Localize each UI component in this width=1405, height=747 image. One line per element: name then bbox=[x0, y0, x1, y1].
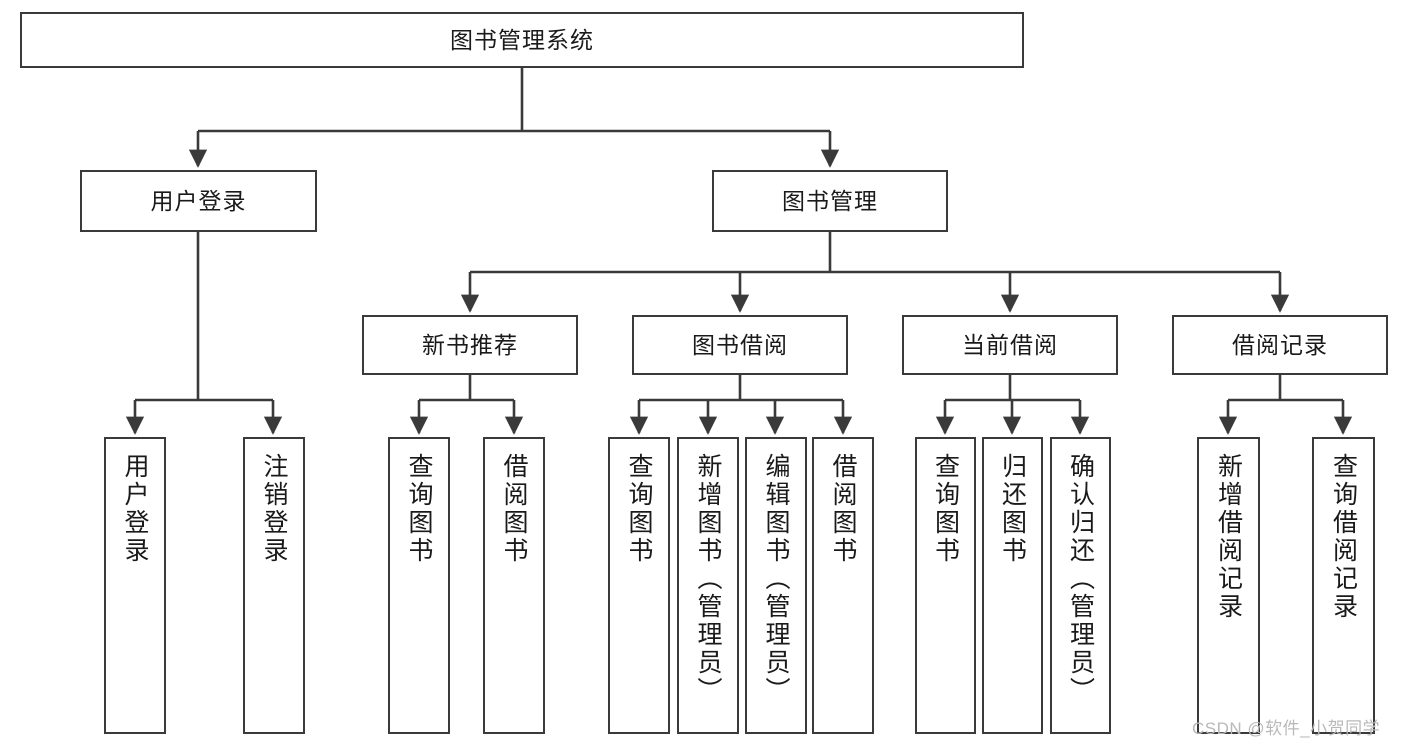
leaf-record-add-borrow-record[interactable]: 新增借阅记录 bbox=[1197, 437, 1260, 734]
node-label: 当前借阅 bbox=[962, 331, 1058, 358]
node-label: 借阅图书 bbox=[829, 453, 857, 565]
node-label: 注销登录 bbox=[260, 453, 288, 565]
leaf-recommend-borrow-book[interactable]: 借阅图书 bbox=[483, 437, 545, 734]
node-system-root[interactable]: 图书管理系统 bbox=[20, 12, 1024, 68]
leaf-borrow-query-book[interactable]: 查询图书 bbox=[608, 437, 670, 734]
node-label: 新增借阅记录 bbox=[1214, 453, 1243, 621]
leaf-recommend-query-book[interactable]: 查询图书 bbox=[388, 437, 450, 734]
node-label: 用户登录 bbox=[150, 187, 247, 214]
node-borrow-record[interactable]: 借阅记录 bbox=[1172, 315, 1388, 375]
leaf-current-confirm-return-admin[interactable]: 确认归还（管理员） bbox=[1050, 437, 1111, 734]
node-label: 确认归还（管理员） bbox=[1066, 453, 1095, 705]
node-label: 新书推荐 bbox=[422, 331, 518, 358]
leaf-logout[interactable]: 注销登录 bbox=[243, 437, 305, 734]
leaf-current-query-book[interactable]: 查询图书 bbox=[915, 437, 976, 734]
node-label: 查询借阅记录 bbox=[1329, 453, 1358, 621]
watermark: CSDN @软件_小贺同学 bbox=[1192, 719, 1381, 738]
node-book-management[interactable]: 图书管理 bbox=[712, 170, 948, 232]
leaf-borrow-add-book-admin[interactable]: 新增图书（管理员） bbox=[677, 437, 739, 734]
node-label: 图书管理系统 bbox=[450, 26, 594, 53]
node-new-book-recommend[interactable]: 新书推荐 bbox=[362, 315, 578, 375]
node-book-borrow[interactable]: 图书借阅 bbox=[632, 315, 848, 375]
leaf-borrow-borrow-book[interactable]: 借阅图书 bbox=[812, 437, 874, 734]
node-label: 查询图书 bbox=[405, 453, 433, 565]
node-label: 查询图书 bbox=[931, 453, 960, 565]
node-label: 用户登录 bbox=[121, 453, 149, 565]
node-label: 借阅图书 bbox=[500, 453, 528, 565]
leaf-record-query-borrow-record[interactable]: 查询借阅记录 bbox=[1312, 437, 1375, 734]
leaf-current-return-book[interactable]: 归还图书 bbox=[982, 437, 1043, 734]
node-label: 查询图书 bbox=[625, 453, 653, 565]
node-label: 图书管理 bbox=[782, 187, 878, 214]
node-label: 编辑图书（管理员） bbox=[762, 453, 790, 705]
leaf-borrow-edit-book-admin[interactable]: 编辑图书（管理员） bbox=[745, 437, 807, 734]
node-label: 图书借阅 bbox=[692, 331, 788, 358]
node-label: 归还图书 bbox=[998, 453, 1027, 565]
node-label: 借阅记录 bbox=[1232, 331, 1328, 358]
leaf-user-login[interactable]: 用户登录 bbox=[104, 437, 166, 734]
node-current-borrow[interactable]: 当前借阅 bbox=[902, 315, 1118, 375]
node-user-login[interactable]: 用户登录 bbox=[80, 170, 317, 232]
node-label: 新增图书（管理员） bbox=[694, 453, 722, 705]
